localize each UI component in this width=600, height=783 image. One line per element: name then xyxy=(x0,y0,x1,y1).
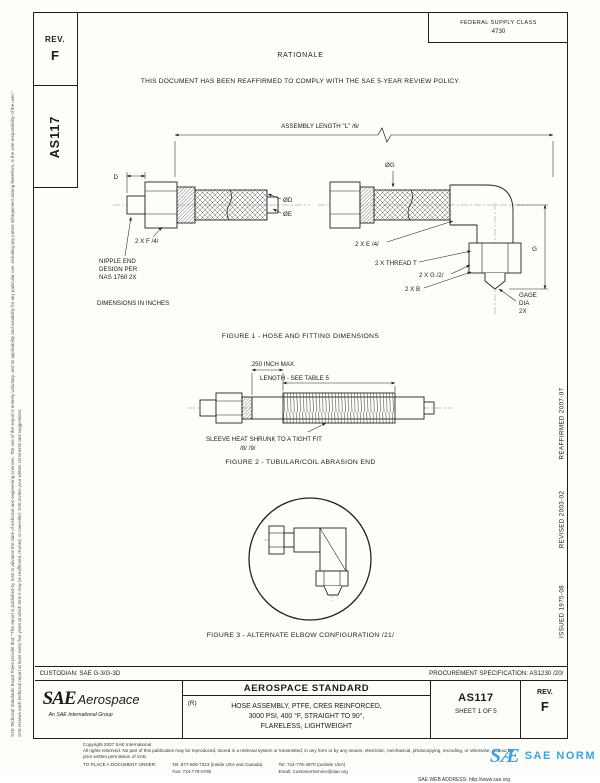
rev-box-top-left: REV. F xyxy=(33,12,78,86)
elbow-detail xyxy=(264,525,349,601)
dimensions-in-inches-note: DIMENSIONS IN INCHES xyxy=(97,300,169,307)
reaffirmed-date: REAFFIRMED 2007-07 xyxy=(558,387,566,460)
dim-d-label: D xyxy=(114,174,119,181)
aerospace-logo-text: Aerospace xyxy=(77,692,140,707)
federal-supply-class-value: 4730 xyxy=(491,27,506,35)
figure3-caption: FIGURE 3 - ALTERNATE ELBOW CONFIGURATION… xyxy=(206,632,395,639)
rationale-heading: RATIONALE xyxy=(277,52,324,59)
rev-label: REV. xyxy=(45,34,65,44)
doc-number-vertical: AS117 xyxy=(48,115,62,158)
sleeved-hose-assembly xyxy=(199,392,435,424)
revision-mark: (R) xyxy=(187,700,197,707)
document-number: AS117 xyxy=(458,692,494,704)
web-address: SAE WEB ADDRESS: http://www.sae.org xyxy=(418,777,510,783)
figure2-caption: FIGURE 2 - TUBULAR/COIL ABRASION END xyxy=(225,459,376,466)
order-contact-col2: Tel: 724-776-4970 (outside USA) Email: C… xyxy=(279,762,348,776)
procurement-text: PROCUREMENT SPECIFICATION: AS1230 /20/ xyxy=(429,670,564,677)
document-title-line2: 3000 PSI, 400 °F, STRAIGHT TO 90°, xyxy=(248,713,365,721)
nipple-note-line3: NAS 1760 2X xyxy=(99,274,137,281)
revision-cell: REV. F xyxy=(520,681,568,739)
dim-g2x-label: 2 X G /2/ xyxy=(419,272,444,279)
order-contact-col1: Tel: 877-606-7323 (inside USA and Canada… xyxy=(172,762,262,776)
fax-number: Fax: 724-776-0790 xyxy=(172,769,212,775)
gage-dia-line3: 2X xyxy=(519,308,527,315)
dim-e-label: 2 X E /4/ xyxy=(355,241,379,248)
document-title-line1: HOSE ASSEMBLY, PTFE, CRES REINFORCED, xyxy=(231,702,382,710)
dim-b-label: 2 X B xyxy=(405,286,420,293)
document-number-cell: AS117 SHEET 1 OF 5 xyxy=(430,681,520,739)
rationale-statement: THIS DOCUMENT HAS BEEN REAFFIRMED TO COM… xyxy=(140,78,461,85)
title-block: SAE Aerospace An SAE International Group… xyxy=(35,681,569,739)
custodian-text: CUSTODIAN: SAE G-3/G-3D xyxy=(39,670,121,677)
nipple-note-line1: NIPPLE END xyxy=(99,258,136,265)
disclaimer-line-1: SAE Technical Standards Board Rules prov… xyxy=(10,91,15,737)
document-title-line3: FLARELESS, LIGHTWEIGHT xyxy=(260,723,353,731)
elbow-hose-assembly xyxy=(329,181,522,290)
figure1-caption: FIGURE 1 - HOSE AND FITTING DIMENSIONS xyxy=(221,333,380,340)
tel-inside: Tel: 877-606-7323 (inside USA and Canada… xyxy=(172,762,263,768)
straight-hose-assembly xyxy=(126,181,279,229)
sae-norm-text: SAE NORM xyxy=(524,750,596,762)
order-label: TO PLACE A DOCUMENT ORDER: xyxy=(83,762,157,768)
drawing-frame-border xyxy=(33,12,568,739)
revision-label: REV. xyxy=(537,689,553,696)
dim-g-label: G xyxy=(532,246,537,253)
doc-number-box: AS117 xyxy=(33,86,78,188)
gage-dia-line1: GAGE xyxy=(519,292,537,299)
disclaimer-line-2: SAE reviews each technical report at lea… xyxy=(17,408,23,737)
dim-f-label: 2 X F /4/ xyxy=(135,238,159,245)
rights-line: All rights reserved. No part of this pub… xyxy=(83,748,515,760)
detail-circle xyxy=(248,497,372,621)
rev-value: F xyxy=(51,47,59,63)
figure3-alternate-elbow-drawing xyxy=(248,497,372,621)
federal-supply-class-label: FEDERAL SUPPLY CLASS xyxy=(460,19,537,26)
revised-date: REVISED 2003-02 xyxy=(558,490,566,549)
standard-type-heading: AEROSPACE STANDARD xyxy=(182,681,431,696)
revision-value: F xyxy=(540,699,549,714)
gage-dia-line2: DIA xyxy=(519,300,530,307)
copyright-line: Copyright 2007 SAE International xyxy=(83,742,152,747)
hose-og-label: ØG xyxy=(385,162,395,169)
custodian-row: CUSTODIAN: SAE G-3/G-3D PROCUREMENT SPEC… xyxy=(34,666,569,681)
federal-supply-class-box: FEDERAL SUPPLY CLASS 4730 xyxy=(428,12,568,43)
hose-od-label: ØD xyxy=(283,197,293,204)
tel-outside: Tel: 724-776-4970 (outside USA) xyxy=(278,762,346,768)
max-gap-label: .250 INCH MAX xyxy=(250,361,294,368)
logo-tagline: An SAE International Group xyxy=(48,712,113,718)
sae-logo-mark: SAE xyxy=(42,688,77,709)
thread-label: 2 X THREAD T xyxy=(375,260,417,267)
email-address: Email: CustomerService@sae.org xyxy=(278,769,348,775)
hose-ie-label: ØE xyxy=(283,211,292,218)
sae-norm-logo-icon: SÆ xyxy=(489,745,520,767)
figure1-dimensions xyxy=(126,127,554,290)
sae-aerospace-logo: SAE Aerospace An SAE International Group xyxy=(35,681,183,739)
order-info: TO PLACE A DOCUMENT ORDER: Tel: 877-606-… xyxy=(83,762,583,776)
length-label: LENGTH - SEE TABLE 5 xyxy=(260,375,329,382)
figure1-hose-fitting-drawing: ASSEMBLY LENGTH "L" /6/ D 2 X F /4/ NIPP… xyxy=(97,123,554,315)
sheet-count: SHEET 1 OF 5 xyxy=(454,708,497,715)
title-block-main: AEROSPACE STANDARD (R) HOSE ASSEMBLY, PT… xyxy=(182,681,431,738)
figure1-leaders xyxy=(124,171,517,302)
assembly-length-label: ASSEMBLY LENGTH "L" /6/ xyxy=(281,123,359,130)
sleeve-note-line1: SLEEVE HEAT SHRUNK TO A TIGHT FIT xyxy=(206,436,322,443)
sae-norm-watermark: SÆ SAE NORM xyxy=(490,746,596,766)
sleeve-note-line2: /8/ /9/ xyxy=(240,445,256,452)
left-margin-disclaimer: SAE Technical Standards Board Rules prov… xyxy=(9,21,23,737)
document-title: HOSE ASSEMBLY, PTFE, CRES REINFORCED, 30… xyxy=(231,702,382,733)
figure2-dimensions xyxy=(251,368,396,433)
issued-date: ISSUED 1975-08 xyxy=(558,584,566,639)
nipple-note-line2: DESIGN PER xyxy=(99,266,138,273)
figure2-abrasion-end-drawing: .250 INCH MAX LENGTH - SEE TABLE 5 SLEEV… xyxy=(188,361,452,452)
